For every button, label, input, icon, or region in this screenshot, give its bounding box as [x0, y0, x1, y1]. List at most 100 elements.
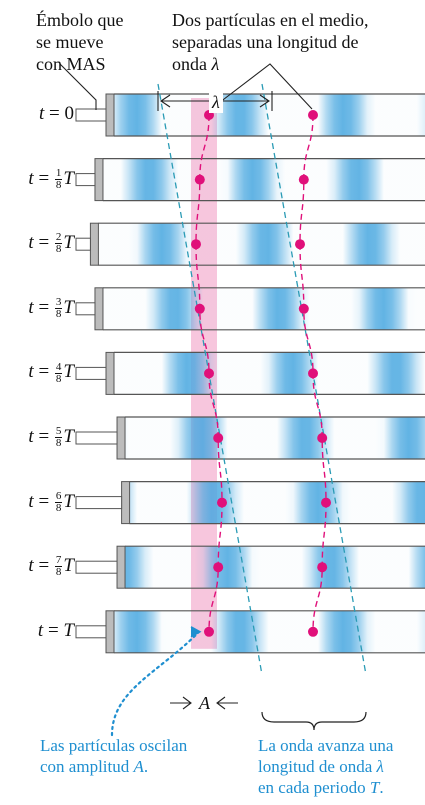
particle-b — [295, 239, 305, 249]
time-eq: = — [34, 168, 54, 189]
piston-rod — [76, 109, 106, 121]
time-label: t = 58T — [4, 426, 74, 449]
time-suffix: T — [63, 168, 74, 189]
advance-caption: La onda avanza una longitud de onda λ en… — [258, 735, 393, 798]
particle-a — [195, 304, 205, 314]
tube-body — [125, 417, 425, 459]
fraction-den: 8 — [55, 309, 63, 320]
time-suffix: T — [63, 555, 74, 576]
time-fraction: 38 — [55, 297, 63, 320]
time-eq: = — [44, 103, 64, 124]
piston-head — [90, 223, 98, 265]
particle-b — [317, 562, 327, 572]
piston-head — [95, 288, 103, 330]
piston-rod — [76, 303, 95, 315]
advance-caption-line2: longitud de onda λ — [258, 756, 393, 777]
particles-label-line2: separadas una longitud de — [172, 31, 368, 53]
particles-label-line1: Dos partículas en el medio, — [172, 9, 368, 31]
piston-head — [106, 611, 114, 653]
piston-rod — [76, 561, 117, 573]
oscillate-caption-text: con amplitud — [40, 757, 133, 776]
particle-b — [317, 433, 327, 443]
piston-head — [106, 94, 114, 136]
particles-label-lambda: λ — [212, 54, 220, 74]
particle-a — [217, 498, 227, 508]
particle-a — [204, 368, 214, 378]
particles-label: Dos partículas en el medio, separadas un… — [172, 9, 368, 75]
fraction-den: 8 — [55, 374, 63, 385]
wavelength-brace — [262, 712, 366, 730]
time-suffix: T — [63, 426, 74, 447]
particle-a — [191, 239, 201, 249]
particle-b — [308, 110, 318, 120]
time-eq: = — [34, 426, 54, 447]
advance-caption-line3: en cada periodo T. — [258, 777, 393, 798]
oscillate-caption-symbol: A — [133, 757, 143, 776]
particle-a — [213, 433, 223, 443]
tube-body — [103, 159, 425, 201]
fraction-den: 8 — [55, 567, 63, 578]
fraction-num: 6 — [55, 491, 63, 503]
time-eq: = — [34, 232, 54, 253]
time-label: t = 0 — [4, 103, 74, 125]
oscillate-caption-line1: Las partículas oscilan — [40, 735, 187, 756]
tube-body — [130, 482, 425, 524]
piston-head — [117, 546, 125, 588]
piston-rod — [76, 432, 117, 444]
time-eq: = — [34, 297, 54, 318]
tubes — [76, 94, 425, 653]
particle-b — [308, 368, 318, 378]
fraction-den: 8 — [55, 180, 63, 191]
oscillate-caption: Las partículas oscilan con amplitud A. — [40, 735, 187, 777]
time-suffix: T — [63, 232, 74, 253]
piston-rod — [76, 367, 106, 379]
lambda-label: λ — [209, 91, 223, 113]
particle-b — [299, 304, 309, 314]
time-value: 0 — [65, 103, 75, 124]
particle-a — [213, 562, 223, 572]
oscillate-caption-line2: con amplitud A. — [40, 756, 187, 777]
tube-body — [114, 94, 425, 136]
time-value: T — [63, 620, 74, 641]
fraction-num: 1 — [55, 168, 63, 180]
particle-a — [195, 175, 205, 185]
piston-label: Émbolo que se mueve con MAS — [36, 9, 124, 75]
piston-label-line3: con MAS — [36, 53, 124, 75]
amplitude-label: A — [197, 692, 212, 714]
advance-caption-text: longitud de onda — [258, 757, 377, 776]
advance-caption-T: T — [370, 778, 379, 797]
time-eq: = — [34, 361, 54, 382]
oscillate-caption-end: . — [144, 757, 148, 776]
time-suffix: T — [63, 491, 74, 512]
piston-head — [95, 159, 103, 201]
piston-head — [117, 417, 125, 459]
time-eq: = — [34, 491, 54, 512]
time-fraction: 28 — [55, 232, 63, 255]
particle-b — [321, 498, 331, 508]
time-label: t = T — [4, 620, 74, 642]
time-eq: = — [34, 555, 54, 576]
particles-label-onda: onda — [172, 54, 212, 74]
time-eq: = — [43, 620, 63, 641]
fraction-den: 8 — [55, 244, 63, 255]
advance-caption-end: . — [379, 778, 383, 797]
fraction-den: 8 — [55, 438, 63, 449]
tube-body — [125, 546, 425, 588]
piston-label-line2: se mueve — [36, 31, 124, 53]
advance-caption-lambda: λ — [377, 757, 384, 776]
tube-body — [114, 611, 425, 653]
fraction-num: 4 — [55, 362, 63, 374]
tube-body — [98, 223, 425, 265]
time-label: t = 18T — [4, 168, 74, 191]
